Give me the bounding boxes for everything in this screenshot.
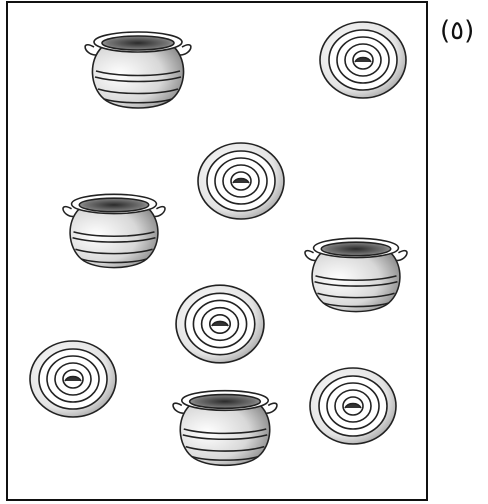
clay-pot-4 — [172, 389, 278, 466]
clay-pot-2 — [62, 193, 166, 269]
exercise-number: (٥) — [440, 16, 475, 46]
clay-pot-1 — [84, 31, 192, 109]
pot-body — [84, 31, 192, 109]
clay-pot-3 — [304, 237, 408, 313]
picture-frame — [6, 1, 428, 501]
clay-coil-1 — [319, 21, 407, 99]
clay-coil-4 — [29, 340, 117, 418]
clay-coil-3 — [175, 284, 265, 364]
clay-coil-2 — [197, 142, 285, 220]
clay-coil-5 — [309, 367, 397, 445]
